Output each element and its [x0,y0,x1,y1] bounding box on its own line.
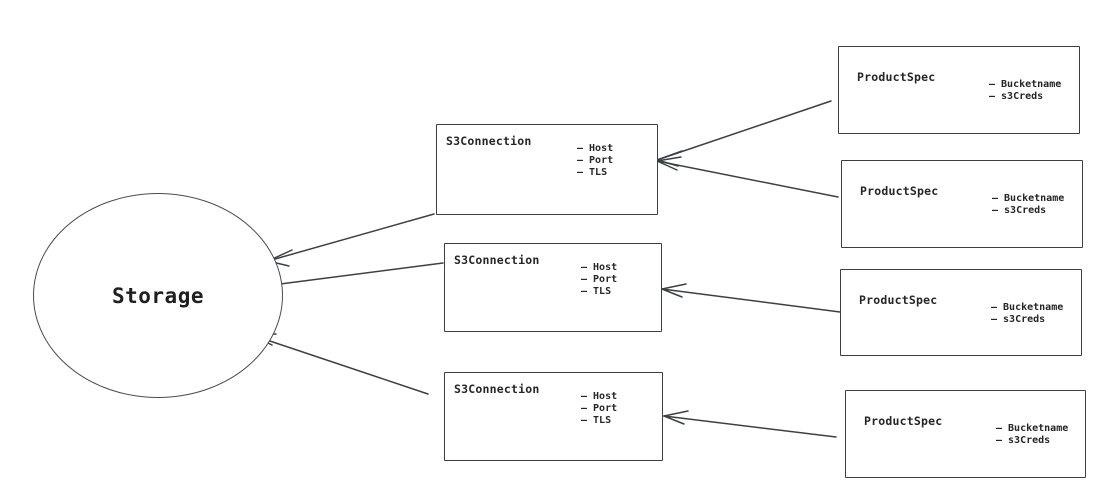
attribute-tls: – TLS [577,167,608,179]
productspec-title-4: ProductSpec [864,414,943,428]
s3connection-title-3: S3Connection [454,382,540,396]
edge-conn1-to-storage [267,213,435,267]
attribute-s3creds: – s3Creds [996,435,1051,447]
productspec-title-1: ProductSpec [857,70,936,84]
s3connection-attributes-2: – Host – Port – TLS [581,262,617,299]
productspec-node-1[interactable]: ProductSpec – Bucketname – s3Creds [838,46,1080,134]
attribute-s3creds: – s3Creds [991,314,1046,326]
s3connection-node-1[interactable]: S3Connection – Host – Port – TLS [436,124,658,215]
productspec-attributes-1: – Bucketname – s3Creds [989,79,1061,103]
productspec-node-3[interactable]: ProductSpec – Bucketname – s3Creds [840,269,1082,356]
attribute-s3creds: – s3Creds [989,91,1044,103]
attribute-host: – Host [581,391,618,402]
storage-label: Storage [111,283,204,308]
attribute-tls: – TLS [581,415,612,427]
attribute-s3creds: – s3Creds [992,205,1047,217]
s3connection-attributes-1: – Host – Port – TLS [577,143,613,180]
s3connection-title-1: S3Connection [446,134,532,148]
attribute-bucketname: – Bucketname [991,302,1064,313]
productspec-title-3: ProductSpec [859,293,938,307]
s3connection-node-2[interactable]: S3Connection – Host – Port – TLS [444,243,662,332]
productspec-attributes-3: – Bucketname – s3Creds [991,302,1063,326]
s3connection-title-2: S3Connection [454,253,540,267]
productspec-node-2[interactable]: ProductSpec – Bucketname – s3Creds [841,160,1083,248]
s3connection-node-3[interactable]: S3Connection – Host – Port – TLS [444,372,663,461]
attribute-bucketname: – Bucketname [996,423,1069,434]
edge-spec1-to-conn1 [656,100,832,167]
attribute-port: – Port [577,155,614,167]
attribute-port: – Port [581,274,618,286]
edge-conn2-to-storage [256,262,444,295]
storage-node[interactable]: Storage [33,193,283,398]
productspec-node-4[interactable]: ProductSpec – Bucketname – s3Creds [845,390,1086,478]
edge-conn3-to-storage [251,333,429,395]
attribute-tls: – TLS [581,286,612,298]
attribute-port: – Port [581,403,618,415]
attribute-bucketname: – Bucketname [989,79,1062,90]
attribute-host: – Host [581,262,618,273]
productspec-attributes-4: – Bucketname – s3Creds [996,423,1068,447]
attribute-bucketname: – Bucketname [992,193,1065,204]
s3connection-attributes-3: – Host – Port – TLS [581,391,617,428]
productspec-title-2: ProductSpec [860,184,939,198]
attribute-host: – Host [577,143,614,154]
productspec-attributes-2: – Bucketname – s3Creds [992,193,1064,217]
edge-spec3-to-conn2 [661,283,841,313]
edge-spec2-to-conn1 [656,156,839,198]
edge-spec4-to-conn3 [663,410,837,438]
